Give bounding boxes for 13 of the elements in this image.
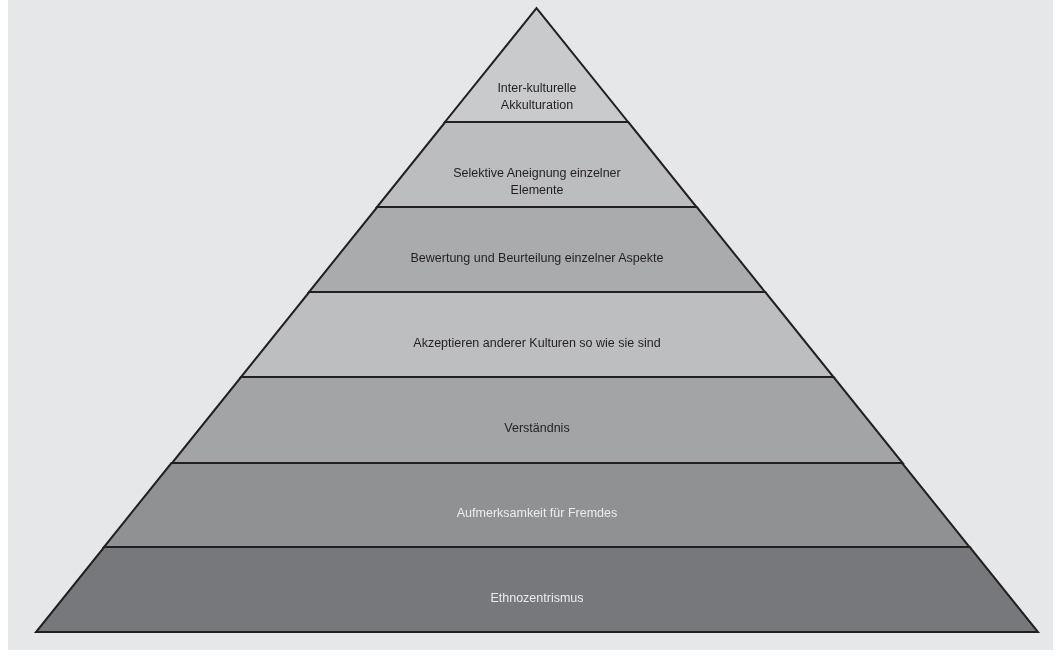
pyramid-level xyxy=(377,122,697,207)
level-label: Ethnozentrismus xyxy=(489,589,585,607)
level-label: Inter-kulturelle Akkulturation xyxy=(496,80,578,114)
pyramid-level xyxy=(308,207,765,292)
level-label: Selektive Aneignung einzelner Elemente xyxy=(452,164,622,199)
level-label: Verständnis xyxy=(503,420,571,437)
pyramid-level xyxy=(171,377,903,463)
pyramid-level xyxy=(36,547,1038,632)
pyramid-apex xyxy=(445,8,629,122)
level-label: Aufmerksamkeit für Fremdes xyxy=(455,505,619,522)
pyramid-level xyxy=(104,463,970,547)
level-label: Akzeptieren anderer Kulturen so wie sie sind xyxy=(412,334,662,352)
level-label: Bewertung und Beurteilung einzelner Aspekte xyxy=(409,249,665,267)
